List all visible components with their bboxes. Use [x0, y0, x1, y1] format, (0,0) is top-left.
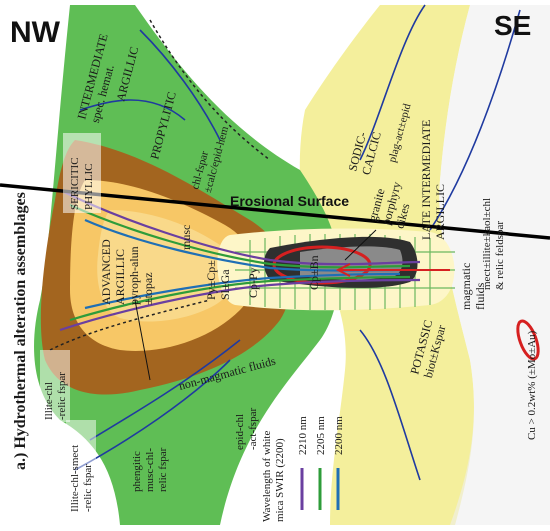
svg-text:Illite-chl -relic fspar: Illite-chl -relic fspar	[43, 372, 68, 420]
label-cp-py: Cp-Py	[246, 267, 260, 298]
legend-item-2205: 2205 nm	[315, 416, 327, 455]
label-musc: musc	[179, 225, 193, 250]
se-label: SE	[494, 10, 531, 41]
label-late-minerals: mect±illite±kaol±chl & relic feldspar	[481, 195, 506, 290]
svg-text:Illite-chl-smect -relic: Illite-chl-smect -relic fspar	[69, 442, 94, 512]
intermediate-boundary	[149, 19, 271, 161]
label-late-intermediate: LATE INTERMEDIATE ARGILLIC	[419, 117, 447, 240]
swir-contours	[59, 189, 421, 332]
label-advanced-argillic: ADVANCED ARGILLIC pyroph-alun ±topaz	[99, 236, 155, 305]
contour-2210-lower	[59, 278, 421, 332]
label-sericitic: SERICITIC	[69, 157, 81, 210]
contour-2200-lower	[84, 272, 401, 310]
label-illite-smect-box: Illite-chl-smect -relic fspar	[66, 420, 96, 516]
contour-2205	[69, 203, 411, 269]
label-epid-chl: epid-chl -act-fspar	[234, 408, 259, 450]
nw-label: NW	[10, 16, 61, 49]
legend-ore: Cu > 0.2wt% (±Mo±Au)	[516, 319, 540, 440]
contour-2210	[59, 189, 421, 266]
contour-2205-lower	[69, 275, 411, 322]
legend-swir-title: Wavelength of white mica SWIR (2200)	[261, 428, 286, 522]
granite-pointer	[344, 229, 377, 261]
legend-item-2200: 2200 nm	[333, 416, 345, 455]
label-sericitic-box: SERICITIC PHYLLIC	[63, 133, 101, 213]
magmatic-fluid-arrow	[335, 263, 450, 277]
label-phengitic: phengitic musc-chl- relic fspar	[131, 445, 169, 492]
label-illite-chl-box: Illite-chl -relic fspar	[40, 350, 70, 422]
erosional-surface-label: Erosional Surface	[230, 193, 349, 209]
label-magmatic-fluids: magmatic fluids	[459, 260, 487, 310]
label-granite: granite porphyry dikes	[365, 174, 418, 230]
label-py-cp: Py±Cp± Sl±Ga	[204, 257, 232, 300]
non-magmatic-boundary	[49, 299, 211, 351]
label-cp-bn: Cp±Bn	[307, 255, 321, 290]
legend-ore-swatch	[516, 319, 540, 361]
legend-ore-label: Cu > 0.2wt% (±Mo±Au)	[526, 330, 538, 440]
legend-item-2210: 2210 nm	[297, 416, 309, 455]
svg-text:SERICITIC PHYLLIC: SERICITIC PHYLLIC	[69, 155, 95, 210]
label-phyllic: PHYLLIC	[83, 164, 95, 210]
phengitic-pointer	[134, 299, 151, 381]
country-rock-texture	[400, 5, 550, 525]
figure-title: a.) Hydrothermal alteration assemblages	[12, 192, 29, 470]
legend-swir: Wavelength of white mica SWIR (2200) 221…	[261, 416, 345, 522]
